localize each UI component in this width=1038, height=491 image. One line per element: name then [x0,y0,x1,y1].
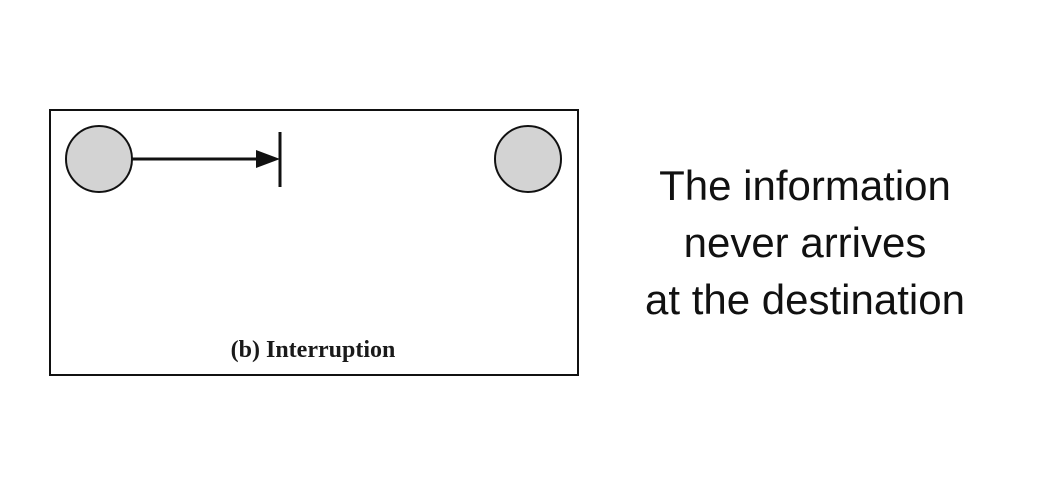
explanation-line-2: never arrives [683,219,927,266]
explanation-line-3: at the destination [645,276,965,323]
arrow-head-icon [256,150,280,168]
interruption-diagram: (b) Interruption [49,109,579,376]
diagram-caption: (b) Interruption [231,337,396,363]
source-node [65,125,133,193]
diagram-frame [49,109,579,376]
explanation-line-1: The information [659,162,951,209]
explanation-text: The information never arrives at the des… [600,157,1010,328]
destination-node [494,125,562,193]
